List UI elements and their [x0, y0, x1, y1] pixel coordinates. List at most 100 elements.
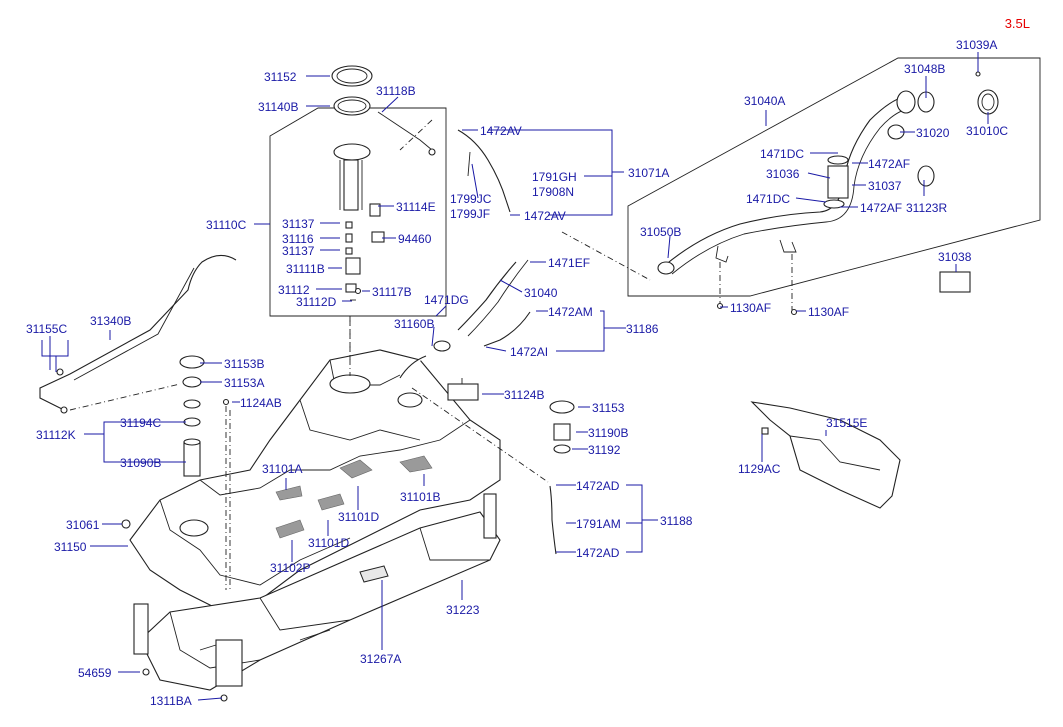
- part-label-31071A: 31071A: [612, 166, 669, 180]
- part-number: 31101B: [400, 490, 440, 504]
- part-number: 1472AI: [510, 345, 548, 359]
- part-number: 1471EF: [548, 256, 590, 270]
- part-number: 31160B: [394, 317, 434, 331]
- part-number: 31112: [278, 283, 310, 297]
- part-number: 1130AF: [730, 301, 771, 315]
- part-label-31124B: 31124B: [482, 388, 544, 402]
- part-label-31137-2: 31137: [282, 244, 340, 258]
- part-label-1799JC: 1799JC: [450, 163, 492, 206]
- part-number: 31039A: [956, 38, 997, 52]
- part-number: 31038: [938, 250, 972, 264]
- part-label-1471EF: 1471EF: [530, 256, 590, 270]
- part-label-31101D-2: 31101D: [308, 520, 349, 550]
- part-number: 31137: [282, 244, 315, 258]
- tank-pump-opening: [329, 374, 371, 394]
- leader-line: [381, 96, 399, 113]
- part-label-31188: 31188: [642, 514, 693, 528]
- part-number: 17908N: [532, 185, 574, 199]
- part-label-31101A: 31101A: [262, 462, 302, 490]
- part-label-31039A: 31039A: [956, 38, 997, 72]
- filler-neck-group-frame: [627, 57, 1041, 297]
- part-number: 31048B: [904, 62, 945, 76]
- part-number: 31153B: [224, 357, 264, 371]
- engine-variant-label: 3.5L: [1005, 16, 1030, 31]
- seal-31038: [939, 271, 971, 293]
- part-label-1791GH: 1791GH: [532, 170, 577, 184]
- part-label-31152: 31152: [264, 70, 330, 84]
- part-label-1311BA: 1311BA: [150, 694, 223, 708]
- part-number: 31061: [66, 518, 100, 532]
- part-number: 31101D: [338, 510, 379, 524]
- part-number: 54659: [78, 666, 112, 680]
- part-label-31010C: 31010C: [966, 112, 1008, 138]
- leader-line: [197, 697, 223, 701]
- part-label-31050B: 31050B: [640, 225, 681, 259]
- part-label-31194C: 31194C: [120, 416, 186, 430]
- part-label-31111B: 31111B: [286, 262, 342, 276]
- part-label-1472AD-1: 1472AD: [556, 479, 620, 493]
- part-label-31101B: 31101B: [400, 474, 440, 504]
- ring-31123R: [917, 165, 935, 187]
- part-label-31102P: 31102P: [270, 540, 310, 575]
- part-number: 31010C: [966, 124, 1008, 138]
- part-label-1472AI: 1472AI: [485, 345, 548, 359]
- part-number: 1471DC: [746, 192, 790, 206]
- part-label-31267A: 31267A: [360, 580, 401, 666]
- leader-line: [499, 279, 523, 293]
- part-number: 31340B: [90, 314, 131, 328]
- leader-line: [435, 305, 447, 317]
- part-label-31190B: 31190B: [576, 426, 628, 440]
- part-number: 1791AM: [576, 517, 621, 531]
- part-number: 31192: [588, 443, 621, 457]
- part-label-31112D: 31112D: [296, 295, 352, 309]
- pump-module-flange: [333, 143, 371, 161]
- part-label-31112K: 31112K: [36, 428, 104, 442]
- part-number: 1791GH: [532, 170, 577, 184]
- part-label-31038: 31038: [938, 250, 972, 272]
- part-label-1124AB: 1124AB: [232, 396, 282, 410]
- part-number: 1472AF: [868, 157, 910, 171]
- part-label-31137-1: 31137: [282, 217, 340, 231]
- part-number: 1129AC: [738, 462, 781, 476]
- hose-31188: [549, 485, 557, 555]
- sender-31090B: [183, 441, 201, 477]
- part-label-1791AM: 1791AM: [566, 517, 621, 531]
- part-label-31110C: 31110C: [206, 218, 270, 232]
- part-label-31118B: 31118B: [376, 84, 416, 113]
- part-number: 31020: [916, 126, 950, 140]
- part-label-31515E: 31515E: [825, 416, 867, 436]
- part-number: 31150: [54, 540, 87, 554]
- part-label-1471DG: 1471DG: [424, 293, 469, 317]
- part-label-31117B: 31117B: [362, 285, 412, 299]
- part-number: 1799JC: [450, 192, 492, 206]
- part-number: 31153: [592, 401, 625, 415]
- part-label-1130AF-1: 1130AF: [720, 301, 771, 315]
- bracket-31124B: [447, 383, 479, 401]
- part-label-31140B: 31140B: [258, 100, 330, 114]
- part-number: 31152: [264, 70, 297, 84]
- part-label-1472AD-2: 1472AD: [556, 546, 620, 560]
- part-number: 1472AD: [576, 546, 620, 560]
- part-number: 31090B: [120, 456, 161, 470]
- tank-sender-opening: [179, 519, 209, 537]
- part-number: 1124AB: [240, 396, 282, 410]
- part-number: 31114E: [396, 200, 436, 214]
- part-number: 31102P: [270, 561, 310, 575]
- part-label-31192: 31192: [572, 443, 621, 457]
- part-number: 31140B: [258, 100, 298, 114]
- vent-hose-31071A: [457, 129, 511, 213]
- part-label-31048B: 31048B: [904, 62, 945, 98]
- part-label-1471DC-2: 1471DC: [746, 192, 827, 206]
- part-number: 1472AV: [480, 124, 522, 138]
- leader-line: [807, 172, 831, 179]
- part-label-31037: 31037: [852, 179, 902, 193]
- part-label-31061: 31061: [66, 518, 122, 532]
- heat-shield-31515E: [750, 401, 901, 509]
- part-number: 31112D: [296, 295, 337, 309]
- part-number: 31123R: [906, 201, 947, 215]
- part-number: 1472AD: [576, 479, 620, 493]
- vapour-pipe-31340B: [39, 254, 237, 411]
- leader-line: [471, 163, 479, 199]
